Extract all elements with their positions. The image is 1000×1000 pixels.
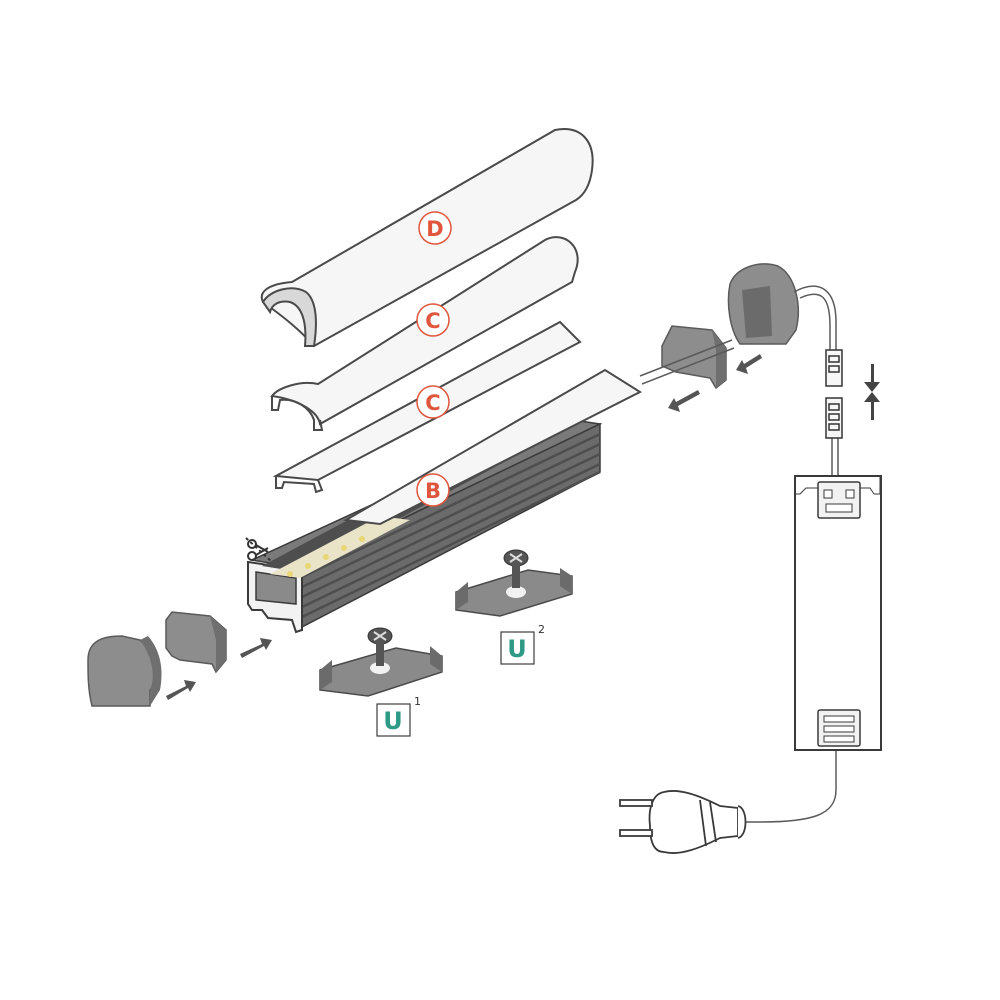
label-c-flat-text: C <box>425 391 440 415</box>
label-u1-sup: 1 <box>414 695 421 708</box>
mounting-clip-1 <box>319 627 443 697</box>
label-c-flat: C <box>416 385 450 419</box>
power-supply <box>794 475 882 751</box>
end-cap-round <box>87 635 162 707</box>
scissors-icon <box>245 537 273 563</box>
label-d-text: D <box>426 217 443 241</box>
label-u1: U 1 <box>376 695 421 737</box>
cable-connector <box>825 349 843 439</box>
label-b-text: B <box>425 479 441 503</box>
label-u1-text: U <box>383 707 403 735</box>
label-u2: U 2 <box>500 623 545 665</box>
mains-plug <box>619 790 747 854</box>
label-d: D <box>418 211 452 245</box>
label-u2-sup: 2 <box>538 623 545 636</box>
end-cap-flat-cable <box>661 325 727 390</box>
cable <box>639 285 839 823</box>
arrow-icon <box>166 354 762 700</box>
mounting-clip-2 <box>455 549 573 617</box>
label-b: B <box>416 473 450 507</box>
connector-press-icon <box>864 364 880 420</box>
label-c-half: C <box>416 303 450 337</box>
label-u2-text: U <box>507 635 527 663</box>
end-cap-flat <box>165 611 227 674</box>
label-c-half-text: C <box>425 309 440 333</box>
end-cap-with-cable <box>727 263 799 345</box>
